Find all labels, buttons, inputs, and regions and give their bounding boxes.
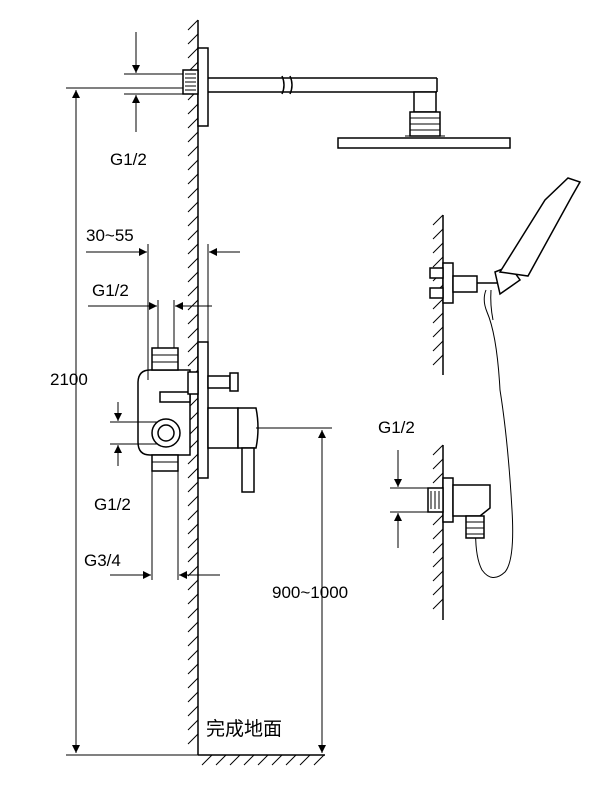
hand-shower xyxy=(429,177,582,578)
supply-thread-label: G3/4 xyxy=(84,551,121,570)
total-height-label: 2100 xyxy=(50,370,88,389)
finished-floor xyxy=(198,754,325,766)
diverter-valve xyxy=(137,341,259,493)
outlet-wall xyxy=(432,444,444,620)
wall-depth-label: 30~55 xyxy=(86,226,134,245)
wall-outlet xyxy=(427,477,491,539)
arm-inlet-thread-label: G1/2 xyxy=(110,150,147,169)
valve-outlet-thread-label: G1/2 xyxy=(92,281,129,300)
handshower-outlet-thread-label: G1/2 xyxy=(378,418,415,437)
floor-label: 完成地面 xyxy=(206,718,282,740)
shower-arm-and-head xyxy=(182,47,511,149)
valve-height-label: 900~1000 xyxy=(272,583,348,602)
valve-inlet-thread-label: G1/2 xyxy=(94,495,131,514)
dimension-lines xyxy=(66,32,428,756)
